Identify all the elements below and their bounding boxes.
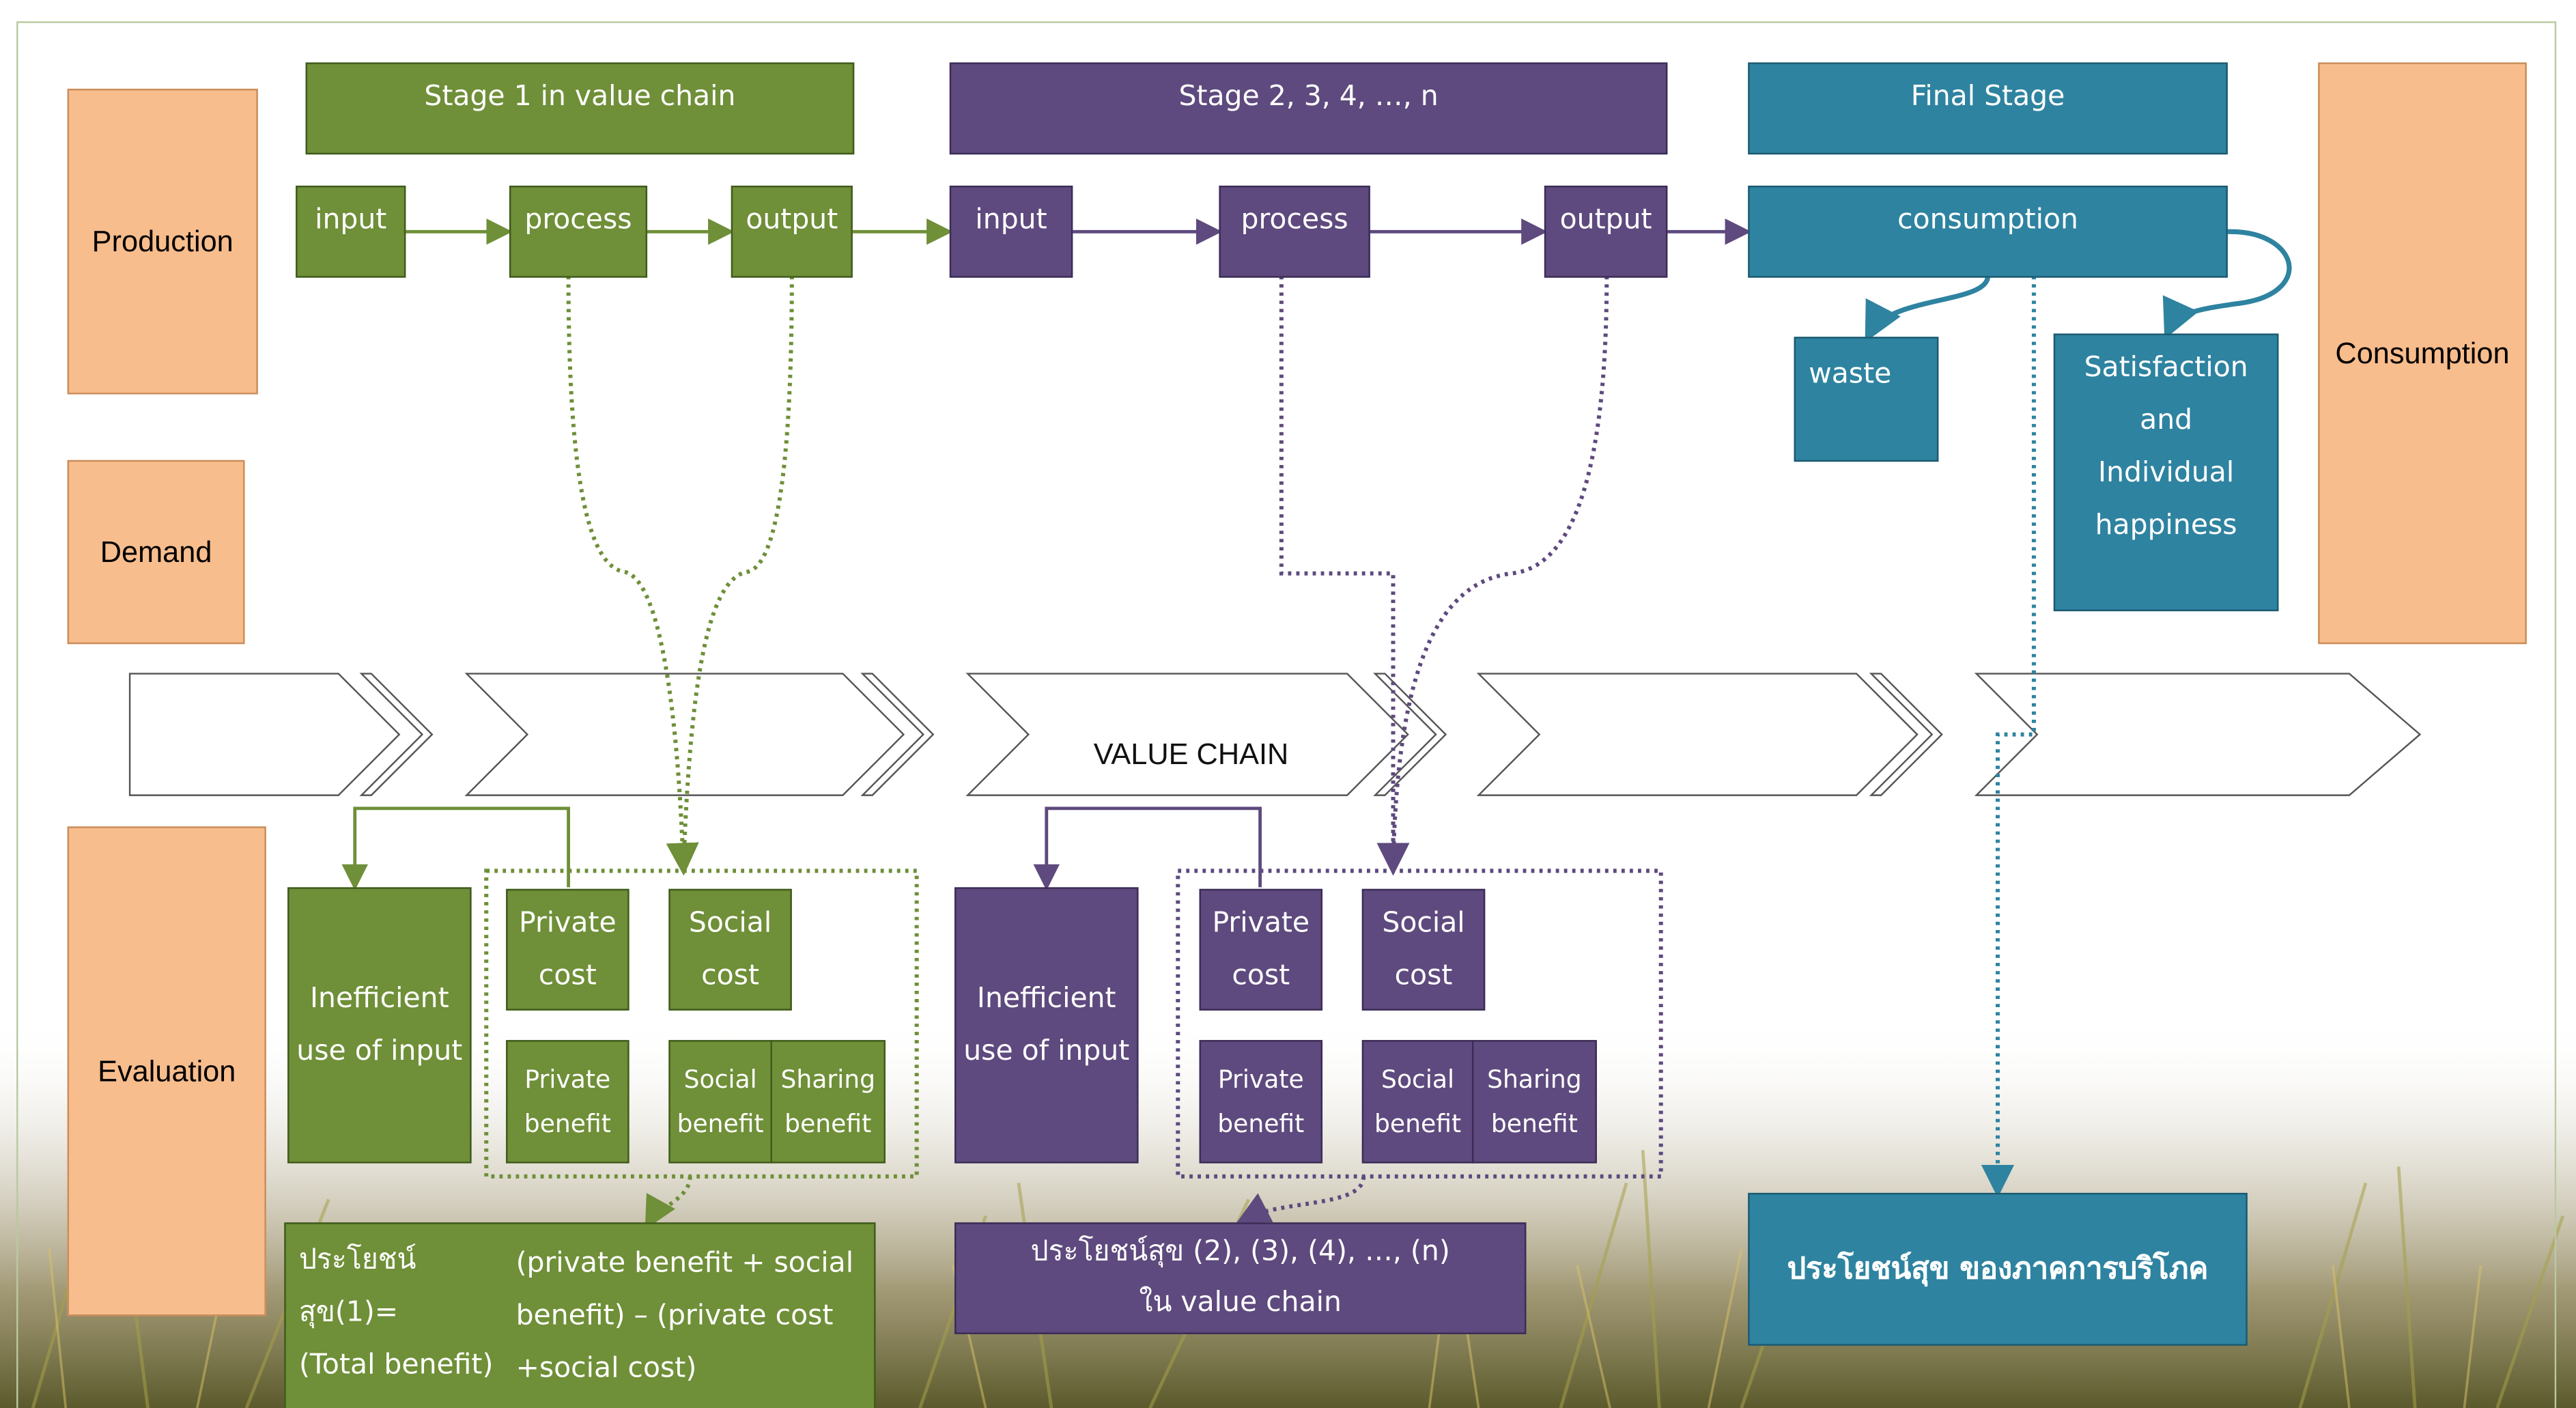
stage1-process: process [509,185,648,278]
chevron-9 [1974,673,2422,796]
stage1-header: Stage 1 in value chain [305,62,855,155]
stage1-social-cost: Social cost [668,888,792,1011]
chevron-2 [359,673,434,796]
chevron-8 [1869,673,1943,796]
stage2-dotted-links [1176,276,1663,1223]
value-chain-arrows [128,673,2422,796]
row-label-production: Production [67,88,258,395]
stage2-output: output [1544,185,1668,278]
stage1-sharing-benefit: Sharing benefit [770,1040,886,1164]
final-utility-box: ประโยชน์สุข ของภาคการบริโภค [1748,1192,2248,1346]
stage1-inefficient-use: Inefficient use of input [287,887,472,1164]
chevron-3 [464,673,905,796]
stage1-private-cost: Private cost [506,888,629,1011]
chevron-5 [965,673,1409,796]
stage2-inefficient-use: Inefficient use of input [954,887,1139,1164]
stage2-private-benefit: Private benefit [1199,1040,1323,1164]
stage2-input: input [949,185,1073,278]
stage1-input: input [296,185,406,278]
stage1-private-benefit: Private benefit [506,1040,629,1164]
final-satisfaction: Satisfaction and Individual happiness [2053,333,2279,612]
stage2-social-cost: Social cost [1361,888,1486,1011]
final-waste: waste [1794,337,1939,462]
row-label-evaluation: Evaluation [67,826,266,1317]
chevron-4 [860,673,935,796]
row-label-consumption: Consumption [2318,62,2527,645]
chevron-1 [128,673,401,796]
chevron-7 [1476,673,1919,796]
stage2-header: Stage 2, 3, 4, …, n [949,62,1668,155]
stage1-utility-formula: (private benefit + social benefit) – (pr… [515,1247,854,1385]
stage1-social-benefit: Social benefit [668,1040,772,1164]
stage1-utility-box: ประโยชน์สุข(1)= (Total benefit) (private… [284,1222,876,1408]
final-flow-arrows [1865,229,2292,343]
final-stage-header: Final Stage [1748,62,2228,155]
stage2-sharing-benefit: Sharing benefit [1472,1040,1597,1164]
row-label-demand: Demand [67,460,245,645]
stage1-feedback-line [341,806,570,891]
final-dotted-link [1981,276,2036,1198]
chevron-6 [1373,673,1447,796]
stage1-dotted-links [484,276,919,1230]
stage2-private-cost: Private cost [1199,888,1323,1011]
stage1-utility-label: ประโยชน์สุข(1)= (Total benefit) [298,1243,494,1382]
stage1-output: output [731,185,853,278]
stage2-utility-box: ประโยชน์สุข (2), (3), (4), …, (n) ใน val… [954,1222,1527,1334]
stage2-process: process [1219,185,1370,278]
value-chain-label: VALUE CHAIN [1093,737,1289,771]
final-consumption: consumption [1748,185,2228,278]
slide-frame [16,21,2557,1408]
stage2-feedback-line [1033,806,1262,891]
stage2-social-benefit: Social benefit [1361,1040,1474,1164]
